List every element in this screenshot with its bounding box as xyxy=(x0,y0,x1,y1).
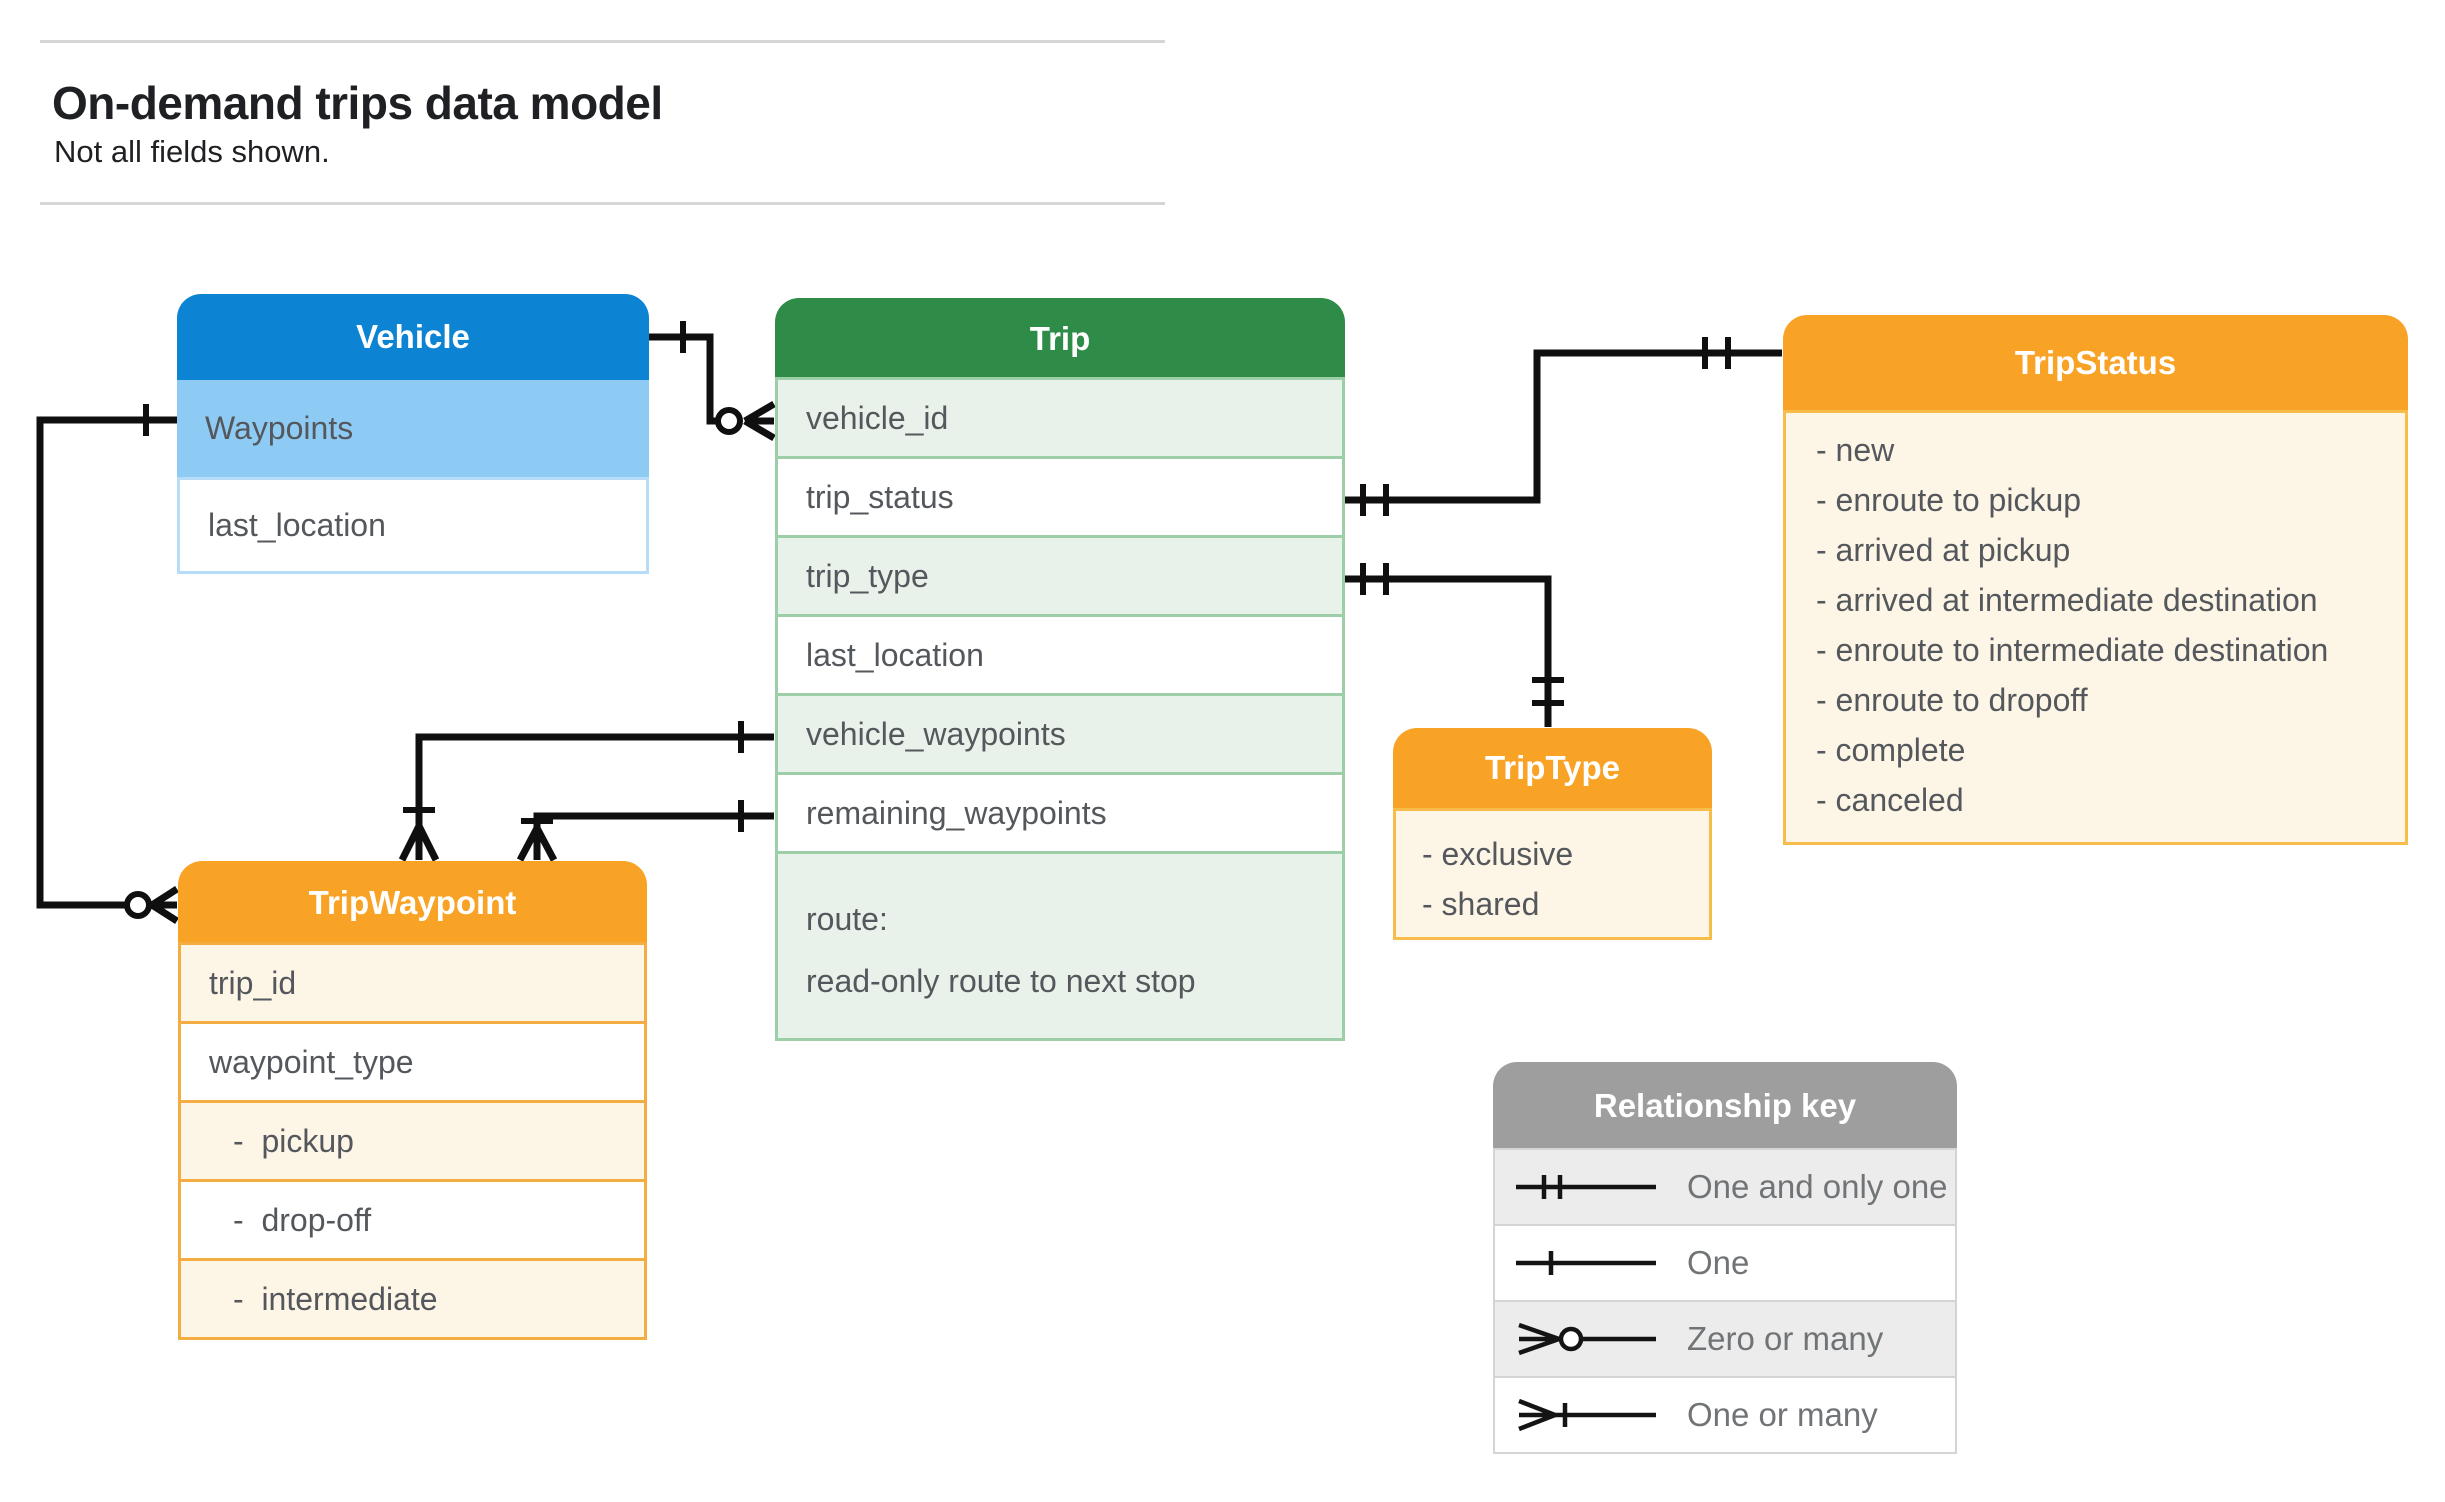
list-item: - complete xyxy=(1816,732,1966,768)
connector-vehicle-to-trip xyxy=(647,321,776,442)
triptype-table-header: TripType xyxy=(1393,728,1712,808)
list-item: - exclusive xyxy=(1422,836,1574,872)
list-item: - canceled xyxy=(1816,782,1964,818)
vehicle-table-header: Vehicle xyxy=(177,294,649,380)
legend-label: One or many xyxy=(1687,1396,1878,1433)
list-item: - new xyxy=(1816,432,1895,468)
table-row-remaining-waypoints: remaining_waypoints xyxy=(775,772,1345,854)
trip-table: Trip vehicle_id trip_status trip_type la… xyxy=(775,298,1345,1041)
zero-circle xyxy=(124,891,152,919)
relationship-key-header: Relationship key xyxy=(1493,1062,1957,1150)
one-or-many-icon xyxy=(1518,1398,1656,1432)
page-title: On-demand trips data model xyxy=(52,77,663,129)
zero-or-many-icon xyxy=(1518,1322,1656,1356)
crow-foot-icon xyxy=(150,886,179,924)
connector-remaining-waypoints-to-tripwaypoint xyxy=(516,800,774,862)
legend-label: Zero or many xyxy=(1687,1320,1884,1357)
triptype-values: - exclusive - shared xyxy=(1393,808,1712,940)
table-row-waypoints: Waypoints xyxy=(177,380,649,477)
relationship-key: Relationship key One and only one One Ze… xyxy=(1493,1062,1957,1454)
connector-trip-status-to-tripstatus xyxy=(1345,337,1782,516)
legend-label: One and only one xyxy=(1687,1168,1948,1205)
table-row-last-location: last_location xyxy=(177,477,649,574)
legend-row-one-and-only-one: One and only one xyxy=(1493,1148,1957,1226)
legend-row-one-or-many: One or many xyxy=(1493,1376,1957,1454)
table-row-trip-status: trip_status xyxy=(775,456,1345,538)
list-item: - arrived at pickup xyxy=(1816,532,2071,568)
table-row-last-location: last_location xyxy=(775,614,1345,696)
tripstatus-values: - new - enroute to pickup - arrived at p… xyxy=(1783,410,2408,845)
table-row-vehicle-id: vehicle_id xyxy=(775,377,1345,459)
legend-row-zero-or-many: Zero or many xyxy=(1493,1300,1957,1378)
route-description: read-only route to next stop xyxy=(806,963,1196,999)
triptype-table: TripType - exclusive - shared xyxy=(1393,728,1712,940)
vehicle-table: Vehicle Waypoints last_location xyxy=(177,294,649,574)
tripwaypoint-table: TripWaypoint trip_id waypoint_type - pic… xyxy=(178,861,647,1340)
list-item: - enroute to pickup xyxy=(1816,482,2082,518)
connector-vehicle-waypoints-to-tripwaypoint xyxy=(36,404,179,924)
connector-vehicle-waypoints-field-to-tripwaypoint xyxy=(398,721,774,862)
list-item: - shared xyxy=(1422,886,1540,922)
tripstatus-table-header: TripStatus xyxy=(1783,315,2408,410)
crow-foot-icon xyxy=(516,826,558,862)
table-row-intermediate: - intermediate xyxy=(178,1258,647,1340)
legend-label: One xyxy=(1687,1244,1750,1281)
table-row-pickup: - pickup xyxy=(178,1100,647,1182)
table-row-trip-type: trip_type xyxy=(775,535,1345,617)
top-divider xyxy=(40,40,1165,43)
table-row-vehicle-waypoints: vehicle_waypoints xyxy=(775,693,1345,775)
connector-trip-type-to-triptype xyxy=(1345,563,1564,727)
table-row-trip-id: trip_id xyxy=(178,942,647,1024)
crow-foot-icon xyxy=(398,824,440,862)
zero-circle xyxy=(715,407,743,435)
tripstatus-table: TripStatus - new - enroute to pickup - a… xyxy=(1783,315,2408,845)
table-row-waypoint-type: waypoint_type xyxy=(178,1021,647,1103)
trip-table-header: Trip xyxy=(775,298,1345,380)
crow-foot-icon xyxy=(743,400,776,442)
page-subtitle: Not all fields shown. xyxy=(54,134,330,169)
list-item: - enroute to dropoff xyxy=(1816,682,2088,718)
list-item: - enroute to intermediate destination xyxy=(1816,632,2329,668)
table-row-route: route: read-only route to next stop xyxy=(775,851,1345,1041)
route-label: route: xyxy=(806,901,888,937)
tripwaypoint-table-header: TripWaypoint xyxy=(178,861,647,945)
legend-row-one: One xyxy=(1493,1224,1957,1302)
one-icon xyxy=(1516,1251,1656,1275)
title-divider xyxy=(40,202,1165,205)
list-item: - arrived at intermediate destination xyxy=(1816,582,2318,618)
table-row-drop-off: - drop-off xyxy=(178,1179,647,1261)
one-and-only-one-icon xyxy=(1516,1175,1656,1199)
